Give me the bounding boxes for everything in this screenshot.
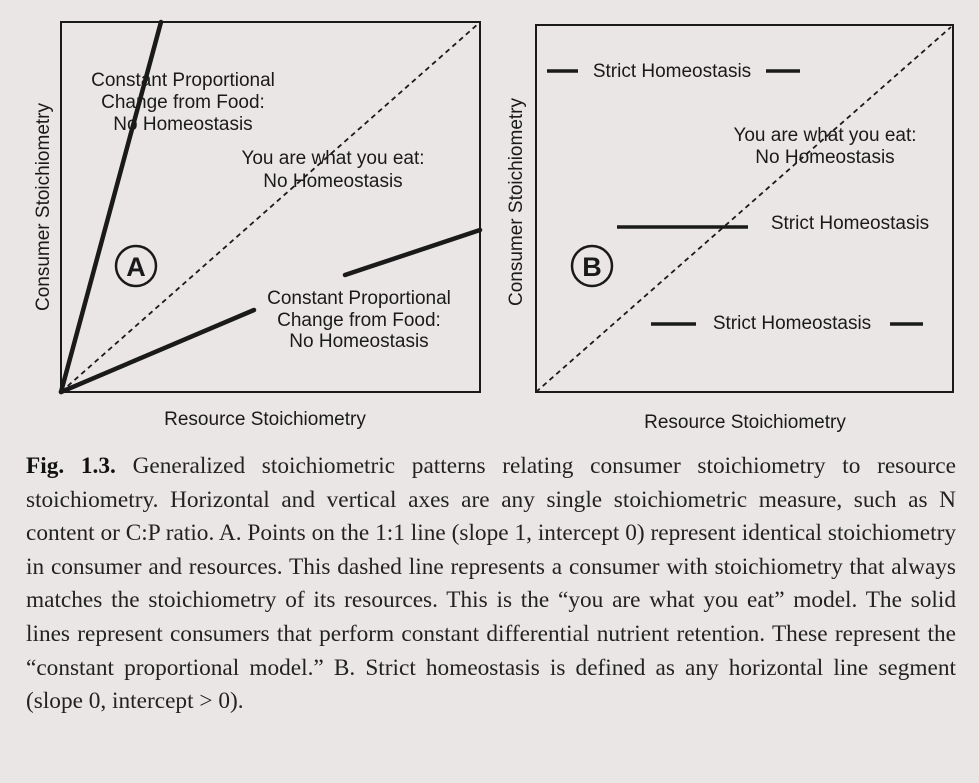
- panel-b-ylabel: Consumer Stoichiometry: [506, 97, 527, 306]
- panel-a-shallow-label: Constant Proportional Change from Food: …: [267, 288, 451, 352]
- panel-a-shallow-label-line-3: No Homeostasis: [289, 331, 428, 352]
- panel-b-xlabel: Resource Stoichiometry: [644, 412, 846, 433]
- panel-a-one-to-one-line: [60, 23, 479, 393]
- panel-b-one-to-one-line: [535, 26, 952, 393]
- panel-b: Consumer Stoichiometry Resource Stoichio…: [506, 24, 954, 433]
- panel-b-diagonal-label-line-1: You are what you eat:: [733, 125, 916, 146]
- panel-a-frame: [60, 21, 481, 393]
- panel-a-diagonal-label: You are what you eat: No Homeostasis: [241, 148, 424, 192]
- panel-a-badge-circle: [114, 244, 158, 288]
- panel-b-mid-label: Strict Homeostasis: [771, 213, 929, 234]
- panel-b-diagonal-label-line-2: No Homeostasis: [755, 147, 894, 168]
- panel-a-steep-line: [58, 19, 164, 395]
- panel-b-badge: B: [570, 244, 614, 288]
- panel-a-diagonal-label-line-1: You are what you eat:: [241, 148, 424, 169]
- figure: Consumer Stoichiometry Resource Stoichio…: [33, 19, 954, 433]
- panel-b-diagonal-label: You are what you eat: No Homeostasis: [733, 125, 916, 168]
- caption-text: Generalized stoichiometric patterns rela…: [26, 453, 956, 715]
- panel-a-steep-label-line-1: Constant Proportional: [91, 70, 275, 91]
- caption-figure-label: Fig. 1.3.: [26, 453, 116, 479]
- panel-a-xlabel: Resource Stoichiometry: [164, 409, 366, 430]
- panel-a-diagonal-label-line-2: No Homeostasis: [263, 171, 402, 192]
- panel-a-ylabel: Consumer Stoichiometry: [33, 102, 54, 311]
- panel-a-shallow-line-upper: [342, 227, 483, 278]
- panel-b-badge-letter: B: [582, 252, 602, 282]
- figure-caption: Fig. 1.3. Generalized stoichiometric pat…: [26, 450, 956, 719]
- panel-a-badge: A: [114, 244, 158, 288]
- panel-b-top-label: Strict Homeostasis: [593, 61, 751, 82]
- panel-a-steep-label: Constant Proportional Change from Food: …: [91, 70, 275, 135]
- panel-a-badge-letter: A: [126, 252, 146, 282]
- panel-a-steep-label-line-2: Change from Food:: [101, 92, 265, 113]
- panel-b-low-label: Strict Homeostasis: [713, 313, 871, 334]
- panel-a-steep-label-line-3: No Homeostasis: [113, 114, 252, 135]
- panel-a-shallow-label-line-2: Change from Food:: [277, 310, 441, 331]
- panel-a-shallow-label-line-1: Constant Proportional: [267, 288, 451, 309]
- panel-b-frame: [535, 24, 954, 393]
- panel-a-shallow-line-lower: [58, 307, 257, 395]
- panel-b-badge-circle: [570, 244, 614, 288]
- panel-a: Consumer Stoichiometry Resource Stoichio…: [33, 19, 483, 430]
